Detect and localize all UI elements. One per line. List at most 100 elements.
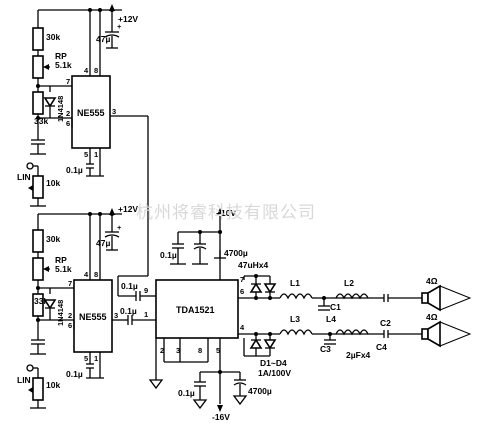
lower-chip-label: NE555 [79,312,107,322]
svg-text:+: + [117,22,122,31]
upper-rp-name: RP [55,51,67,61]
lower-oscillator: +12V + 47µ 30k RP 5.1k 33k 1N4148 [17,204,138,409]
amp-cap-small-bot-label: 0.1µ [178,388,195,398]
supply-arrow-icon [217,405,223,412]
amp-pin-5: 5 [216,346,220,355]
clamp-diode-d3 [249,338,263,349]
amp-pin-4: 4 [240,323,245,332]
lower-ne555-chip [73,279,113,353]
diode-rating-label: 1A/100V [258,368,291,378]
ground-icon [148,379,164,390]
amp-in-cap-top-label: 0.1µ [121,281,138,291]
upper-r-top-label: 30k [46,32,60,42]
upper-pin-8: 8 [94,66,98,75]
inductor-note-label: 47uHx4 [238,260,269,270]
amp-pin-2: 2 [160,346,164,355]
upper-pin-1: 1 [94,150,98,159]
ground-icon [192,399,208,410]
lower-pin-4: 4 [84,270,89,279]
upper-diode-label: 1N4148 [56,96,65,122]
upper-rp-value: 5.1k [55,60,72,70]
speaker-top-icon [421,292,429,304]
svg-text:+: + [117,223,122,232]
lower-supply-label: +12V [118,204,138,214]
inductor-l1 [279,293,313,300]
clamp-diode-d2 [263,283,277,294]
upper-diode-1n4148 [43,97,57,108]
inductor-l4 [335,329,369,336]
upper-input-label: LIN [17,172,31,182]
amp-pin-3: 3 [176,346,180,355]
upper-pin-2: 2 [66,109,70,118]
upper-timing-cap-label: 0.1µ [66,165,83,175]
upper-pin-6: 6 [66,119,70,128]
upper-ne555-chip [71,75,111,149]
amp-pin-1: 1 [144,310,148,319]
inductor-l2 [335,293,369,300]
lower-pin-2: 2 [68,311,72,320]
diodes-label: D1~D4 [260,358,287,368]
speaker-bot-icon [421,328,429,340]
amp-pin-6: 6 [240,287,244,296]
lower-pot-label: 10k [46,380,60,390]
clamp-diode-d1 [249,282,263,293]
lower-pin-5: 5 [84,354,88,363]
upper-resistor-33k [32,91,44,115]
lower-pin-6: 6 [68,321,72,330]
upper-input-pot-10k [32,175,44,199]
upper-oscillator: +12V + 47µ 30k RP 5.1k 33k 1N4148 [17,4,148,207]
watermark-text: 杭州将睿科技有限公司 [136,203,316,223]
upper-pin-5: 5 [84,150,88,159]
tda1521-chip [155,279,239,339]
lower-rp-name: RP [55,255,67,265]
supply-arrow-icon [217,208,223,215]
amplifier-stage: 0.1µ 9 0.1µ 1 TDA1521 +16V 0.1µ 4700µ [117,116,272,422]
upper-potentiometer-rp [32,55,44,79]
speaker-bot-label: 4Ω [426,312,438,322]
lower-r-mid-label: 33k [34,296,48,306]
upper-pot-label: 10k [46,178,60,188]
lower-diode-label: 1N4148 [56,300,65,326]
lower-pin-8: 8 [94,270,98,279]
lower-input-pot-10k [32,377,44,401]
upper-chip-label: NE555 [77,108,105,118]
lower-rp-value: 5.1k [55,264,72,274]
amp-pin-8: 8 [198,346,202,355]
amp-neg-supply-label: -16V [212,412,230,422]
c3-label: C3 [320,344,331,354]
amp-pos-supply-label: +16V [216,208,236,218]
ground-icon [232,395,248,406]
l2-label: L2 [344,278,354,288]
upper-r-mid-label: 33k [34,116,48,126]
lower-supply-cap-label: 47µ [96,238,110,248]
lower-potentiometer-rp [32,257,44,281]
lower-input-label: LIN [17,375,31,385]
lower-pin-3: 3 [114,311,118,320]
speaker-top-label: 4Ω [426,276,438,286]
inductor-l3 [279,329,313,336]
upper-supply-label: +12V [118,14,138,24]
l1-label: L1 [290,278,300,288]
c1-label: C1 [330,302,341,312]
amp-in-cap-bot-label: 0.1µ [120,306,137,316]
amp-cap-big-top-label: 4700µ [224,248,248,258]
supply-arrow-icon [109,4,115,11]
amp-pin-7: 7 [240,275,244,284]
l4-label: L4 [326,314,336,324]
upper-pin-7: 7 [66,77,70,86]
lower-diode-1n4148 [43,299,57,310]
supply-arrow-icon [109,208,115,215]
upper-resistor-30k [32,27,44,51]
lower-pin-1: 1 [94,354,98,363]
c4-label: C4 [376,342,387,352]
output-network: 6 47uHx4 L1 C1 L2 C2 4Ω [238,260,472,378]
clamp-diode-d4 [263,339,277,350]
c2-label: C2 [380,318,391,328]
amp-cap-small-top-label: 0.1µ [160,250,177,260]
lower-r-top-label: 30k [46,234,60,244]
upper-pin-3: 3 [112,107,116,116]
upper-supply-cap-label: 47µ [96,34,110,44]
l3-label: L3 [290,314,300,324]
